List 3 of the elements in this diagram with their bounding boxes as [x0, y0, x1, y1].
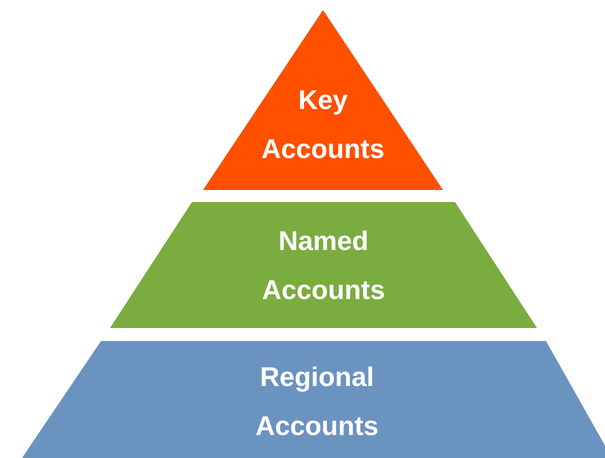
tier-label: Named Accounts: [260, 225, 386, 307]
tier-label: Regional Accounts: [254, 361, 380, 443]
tier-label: Key Accounts: [260, 84, 386, 166]
